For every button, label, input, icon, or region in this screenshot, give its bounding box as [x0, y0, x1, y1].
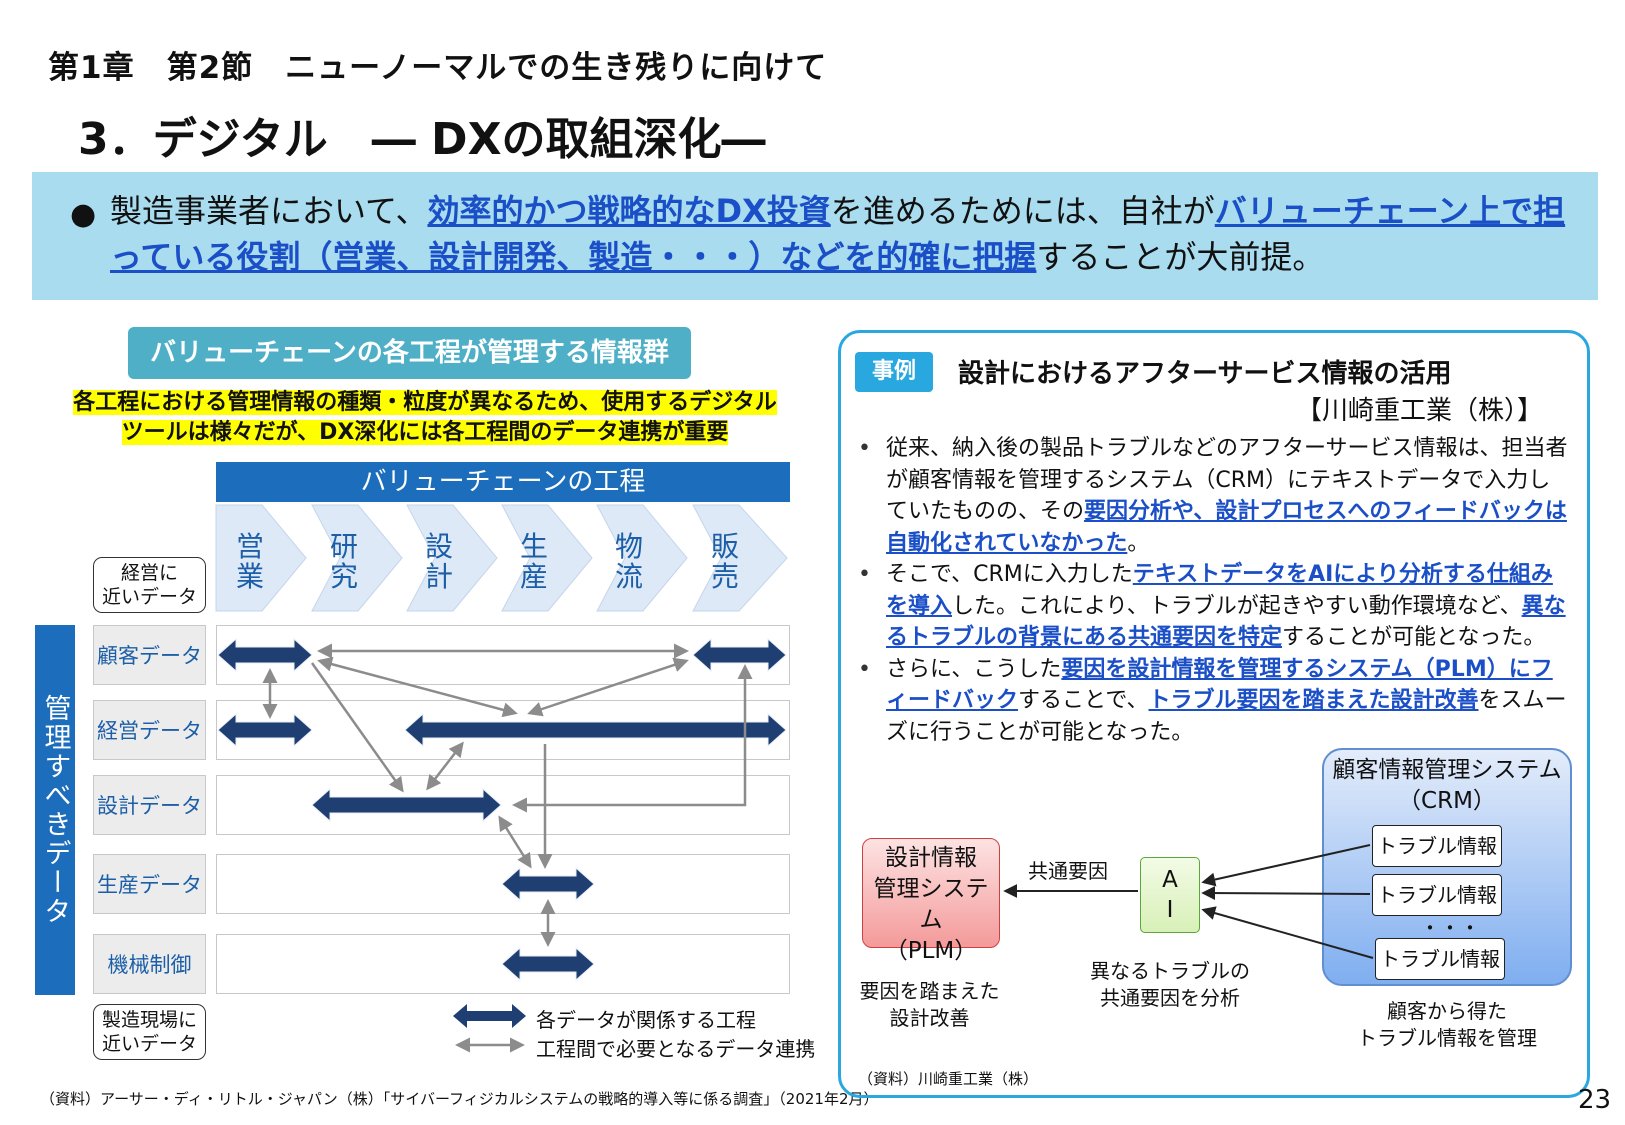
caption-crm: 顧客から得たトラブル情報を管理 [1357, 999, 1537, 1050]
row-label-management: 経営データ [93, 700, 206, 760]
page-number: 23 [1578, 1085, 1612, 1115]
chevron-production [501, 504, 593, 612]
arrow-trouble3-to-ai [1201, 906, 1374, 959]
tag-management-near-data: 経営に近いデータ [93, 557, 206, 613]
diagram-note: 各工程における管理情報の種類・粒度が異なるため、使用するデジタル ツールは様々だ… [40, 388, 810, 448]
crm-title: 顧客情報管理システム（CRM） [1332, 757, 1562, 814]
trouble-info-3: トラブル情報 [1375, 938, 1505, 980]
lead-part1: 製造事業者において、 [110, 192, 428, 230]
chapter-heading: 第1章 第2節 ニューノーマルでの生き残りに向けて [48, 50, 828, 86]
thick-arrows [217, 637, 787, 982]
process-label-retail: 販売 [710, 530, 739, 593]
value-chain-header: バリューチェーンの工程 [216, 462, 790, 502]
lead-highlight-valuechain: バリューチェーン上で担っている役割（営業、設計開発、製造・・・）などを的確に把握 [110, 192, 1566, 276]
diagram-source: （資料）アーサー・ディ・リトル・ジャパン（株）「サイバーフィジカルシステムの戦略… [40, 1090, 879, 1108]
diagram-note-line2: ツールは様々だが、DX深化には各工程間のデータ連携が重要 [121, 420, 729, 445]
lead-part3: することが大前提。 [1036, 238, 1325, 276]
process-label-research: 研究 [329, 530, 358, 593]
row-label-machine: 機械制御 [93, 934, 206, 994]
case-bullets: 従来、納入後の製品トラブルなどのアフターサービス情報は、担当者が顧客情報を管理す… [858, 433, 1568, 748]
thick-arrow-customer-sales [217, 637, 313, 673]
lead-highlight-dx: 効率的かつ戦略的なDX投資 [427, 192, 831, 230]
legend-thick-label: 各データが関係する工程 [536, 1008, 756, 1032]
chevron-sales-end [692, 504, 788, 612]
arrow-trouble1-to-ai [1201, 844, 1371, 887]
chevron-research [311, 504, 403, 612]
row-label-design: 設計データ [93, 775, 206, 835]
caption-plm: 要因を踏まえた設計改善 [859, 979, 1000, 1030]
lead-bullet: ● [70, 197, 97, 232]
process-label-production: 生産 [519, 530, 548, 593]
vertical-data-label: 管理すべきデータ [35, 625, 75, 995]
process-label-design: 設計 [424, 530, 453, 593]
case-badge: 事例 [855, 352, 933, 392]
case-bullet-3: さらに、こうした要因を設計情報を管理するシステム（PLM）にフィードバックするこ… [858, 654, 1568, 749]
thick-arrow-management-sales [217, 712, 313, 748]
link-customer-to-management-mid [317, 656, 518, 718]
case-company: 【川崎重工業（株）】 [1296, 396, 1544, 426]
lead-box [32, 172, 1598, 300]
plm-system-box: 設計情報管理システム（PLM） [862, 838, 1000, 964]
chevron-sales [215, 504, 307, 612]
thick-arrow-design [311, 787, 502, 823]
row-label-production: 生産データ [93, 854, 206, 914]
tag-shopfloor-near-data: 製造現場に近いデータ [93, 1004, 206, 1060]
trouble-info-ellipsis: ・・・ [1420, 916, 1480, 940]
process-label-sales: 営業 [235, 530, 264, 593]
case-source: （資料）川崎重工業（株） [858, 1070, 1039, 1088]
thick-arrow-machine [501, 946, 595, 982]
trouble-info-2: トラブル情報 [1372, 874, 1502, 916]
link-management-design [426, 741, 464, 791]
common-factor-label: 共通要因 [1028, 859, 1108, 883]
legend-thick-arrow [453, 1004, 526, 1028]
link-customer-to-design [310, 662, 404, 793]
chevron-logistics [596, 504, 688, 612]
lead-text: 製造事業者において、効率的かつ戦略的なDX投資を進めるためには、自社がバリューチ… [110, 188, 1570, 280]
case-study-frame [838, 330, 1590, 1098]
link-design-production [498, 815, 532, 869]
process-label-logistics: 物流 [614, 530, 643, 593]
thin-arrows [262, 643, 753, 947]
legend-graphics [453, 1004, 526, 1053]
legend-thin-label: 工程間で必要となるデータ連携 [536, 1037, 816, 1061]
process-chevrons [215, 504, 788, 612]
caption-ai: 異なるトラブルの共通要因を分析 [1090, 959, 1250, 1010]
page-title: 3．デジタル ― DXの取組深化― [78, 114, 766, 165]
case-title: 設計におけるアフターサービス情報の活用 [958, 359, 1452, 389]
lead-part2: を進めるためには、自社が [830, 192, 1215, 230]
diagram-note-line1: 各工程における管理情報の種類・粒度が異なるため、使用するデジタル [73, 390, 777, 415]
chevron-design [406, 504, 498, 612]
link-retail-to-design [512, 664, 753, 813]
case-bullet-2: そこで、CRMに入力したテキストデータをAIにより分析する仕組みを導入した。これ… [858, 559, 1568, 654]
diagram-pill-title: バリューチェーンの各工程が管理する情報群 [128, 327, 691, 379]
trouble-info-1: トラブル情報 [1372, 825, 1502, 867]
arrow-trouble2-to-ai [1201, 886, 1371, 901]
case-bullet-1: 従来、納入後の製品トラブルなどのアフターサービス情報は、担当者が顧客情報を管理す… [858, 433, 1568, 559]
row-label-customer: 顧客データ [93, 625, 206, 685]
thick-arrow-production [501, 866, 595, 902]
